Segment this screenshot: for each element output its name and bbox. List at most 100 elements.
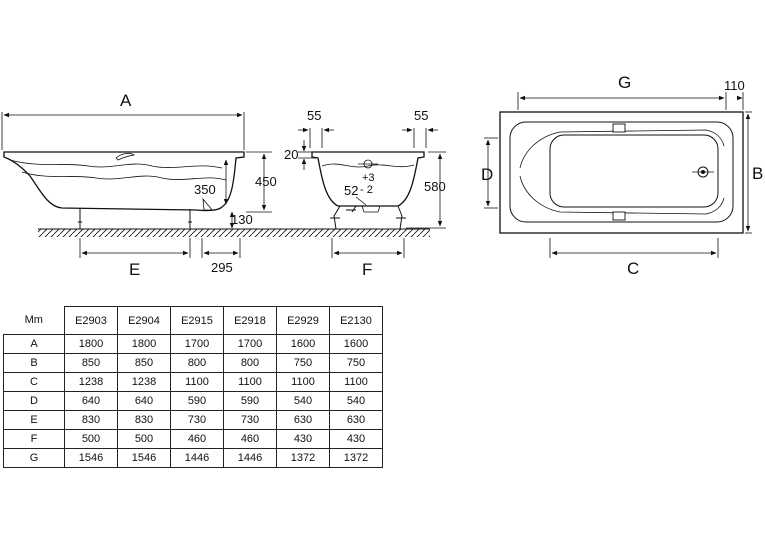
dim-label-20: 20 (284, 147, 298, 162)
bottom-handle-icon (612, 211, 626, 221)
table-cell: 1238 (117, 372, 171, 392)
end-view-legs (330, 205, 406, 230)
row-key: E (3, 410, 65, 430)
table-cell: 850 (64, 353, 118, 373)
dim-label-55-right: 55 (414, 108, 428, 123)
row-key: C (3, 372, 65, 392)
table-cell: 1446 (223, 448, 277, 468)
table-cell: 640 (117, 391, 171, 411)
dim-label-B: B (752, 164, 763, 183)
table-cell: 1546 (64, 448, 118, 468)
drain-fitting-icon (202, 197, 213, 211)
table-row: E 830 830 730 730 630 630 (3, 410, 383, 430)
table-cell: 460 (170, 429, 224, 449)
table-row: D 640 640 590 590 540 540 (3, 391, 383, 411)
row-key: B (3, 353, 65, 373)
table-cell: 590 (170, 391, 224, 411)
table-cell: 1700 (223, 334, 277, 354)
top-view-rim (509, 121, 734, 223)
dim-label-580: 580 (424, 179, 446, 194)
model-header: E2918 (223, 306, 277, 335)
table-cell: 640 (64, 391, 118, 411)
table-cell: 590 (223, 391, 277, 411)
table-header-row: Mm E2903 E2904 E2915 E2918 E2929 E2130 (4, 306, 383, 335)
bathtub-technical-drawing: A 450 350 130 E 295 (1, 73, 763, 279)
unit-header: Mm (24, 314, 43, 327)
table-cell: 1238 (64, 372, 118, 392)
top-view-basin (549, 134, 719, 208)
table-cell: 830 (64, 410, 118, 430)
dim-label-C: C (627, 259, 639, 278)
top-view: G 110 B D C (481, 73, 763, 278)
dimension-table: Mm E2903 E2904 E2915 E2918 E2929 E2130 A… (3, 306, 383, 468)
table-row: A 1800 1800 1700 1700 1600 1600 (3, 334, 383, 354)
table-cell: 1800 (64, 334, 118, 354)
table-cell: 1100 (329, 372, 383, 392)
side-view-legs (78, 208, 192, 229)
dim-label-55-left: 55 (307, 108, 321, 123)
dim-label-110: 110 (724, 78, 745, 93)
table-cell: 800 (223, 353, 277, 373)
table-cell: 800 (170, 353, 224, 373)
model-header: E2903 (64, 306, 118, 335)
row-key: G (3, 448, 65, 468)
table-cell: 1100 (170, 372, 224, 392)
dim-label-F: F (362, 260, 372, 279)
table-cell: 500 (64, 429, 118, 449)
dim-label-295: 295 (211, 260, 233, 275)
top-handle-icon (612, 123, 626, 133)
table-cell: 750 (329, 353, 383, 373)
table-cell: 830 (117, 410, 171, 430)
model-header: E2915 (170, 306, 224, 335)
table-cell: 1372 (329, 448, 383, 468)
table-cell: 1100 (223, 372, 277, 392)
model-header: E2929 (276, 306, 330, 335)
table-cell: 850 (117, 353, 171, 373)
model-header: E2130 (329, 306, 383, 335)
tolerance-plus-label: +3 (362, 172, 375, 184)
table-row: C 1238 1238 1100 1100 1100 1100 (3, 372, 383, 392)
side-view-wave-2 (21, 171, 227, 181)
table-row: F 500 500 460 460 430 430 (3, 429, 383, 449)
table-cell: 1600 (276, 334, 330, 354)
table-cell: 540 (329, 391, 383, 411)
overflow-fitting-icon (115, 152, 135, 161)
dim-label-52: 52 (344, 183, 358, 198)
table-cell: 730 (223, 410, 277, 430)
dim-label-D: D (481, 165, 493, 184)
tolerance-minus-label: - 2 (360, 184, 373, 196)
dim-label-350: 350 (194, 182, 216, 197)
table-row: G 1546 1546 1446 1446 1372 1372 (3, 448, 383, 468)
top-view-armrest-top (519, 129, 725, 169)
table-cell: 460 (223, 429, 277, 449)
dim-label-130: 130 (231, 212, 253, 227)
dim-label-450: 450 (255, 174, 277, 189)
table-cell: 750 (276, 353, 330, 373)
table-cell: 730 (170, 410, 224, 430)
end-view: 55 55 20 +3 - 2 52 580 F (284, 108, 446, 279)
row-key: F (3, 429, 65, 449)
table-cell: 1800 (117, 334, 171, 354)
table-cell: 430 (276, 429, 330, 449)
table-row: B 850 850 800 800 750 750 (3, 353, 383, 373)
table-cell: 630 (276, 410, 330, 430)
table-cell: 1372 (276, 448, 330, 468)
row-key: D (3, 391, 65, 411)
table-cell: 1446 (170, 448, 224, 468)
dim-label-E: E (129, 260, 140, 279)
side-view: A 450 350 130 E 295 (1, 91, 430, 279)
model-header: E2904 (117, 306, 171, 335)
table-cell: 1100 (276, 372, 330, 392)
table-cell: 1546 (117, 448, 171, 468)
end-view-wave (321, 163, 415, 168)
table-cell: 1700 (170, 334, 224, 354)
row-key: A (3, 334, 65, 354)
table-cell: 630 (329, 410, 383, 430)
dim-label-A: A (120, 91, 132, 110)
table-cell: 500 (117, 429, 171, 449)
table-cell: 1600 (329, 334, 383, 354)
dim-label-G: G (618, 73, 631, 92)
table-cell: 540 (276, 391, 330, 411)
table-cell: 430 (329, 429, 383, 449)
floor-hatch (38, 229, 430, 237)
